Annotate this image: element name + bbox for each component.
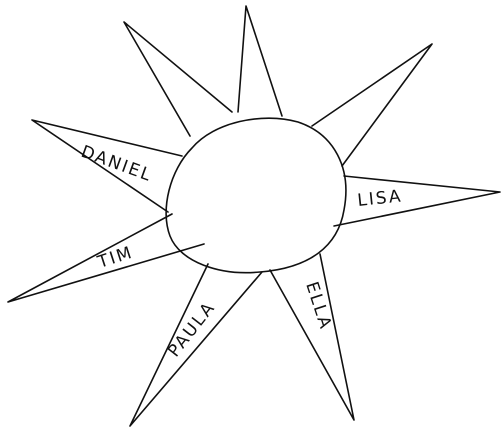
sun-center-circle bbox=[166, 118, 346, 272]
ray-label-tim: TIM bbox=[94, 243, 135, 273]
ray-top-left bbox=[124, 22, 232, 136]
ray-top-right bbox=[312, 44, 432, 166]
ray-ella bbox=[270, 254, 354, 420]
ray-label-daniel: DANIEL bbox=[78, 142, 155, 186]
ray-label-lisa: LISA bbox=[356, 186, 403, 211]
ray-label-paula: PAULA bbox=[164, 298, 220, 361]
ray-paula bbox=[130, 264, 262, 426]
ray-top bbox=[238, 6, 282, 116]
